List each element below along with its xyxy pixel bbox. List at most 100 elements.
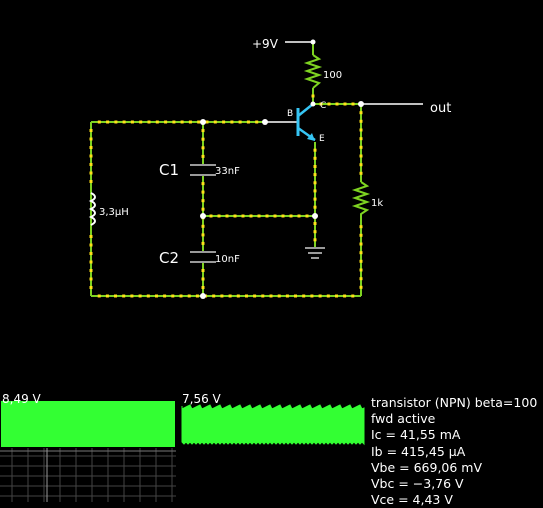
current-dot — [213, 120, 217, 124]
current-dot — [359, 111, 363, 115]
current-dot — [228, 294, 232, 298]
current-dots — [89, 94, 363, 298]
transistor-emitter-label: E — [319, 134, 325, 144]
current-dot — [236, 294, 240, 298]
current-dot — [359, 277, 363, 281]
current-dot — [313, 181, 317, 185]
current-dot — [89, 129, 93, 132]
current-dot — [130, 294, 134, 298]
current-dot — [265, 214, 269, 218]
current-dot — [114, 294, 117, 298]
current-dot — [313, 238, 317, 242]
current-dot — [319, 102, 323, 106]
current-dot — [359, 225, 363, 229]
current-dot — [246, 120, 250, 124]
info-ib: Ib = 415,45 µA — [371, 443, 466, 459]
circuit-nodes — [200, 39, 364, 299]
current-dot — [311, 94, 315, 98]
current-dot — [172, 120, 176, 124]
scope-1-trace — [1, 401, 175, 447]
current-dot — [359, 233, 363, 237]
current-dot — [89, 260, 93, 264]
current-dot — [89, 137, 93, 141]
current-dot — [89, 146, 93, 149]
current-dot — [179, 294, 183, 298]
current-dot — [302, 294, 306, 298]
current-dot — [155, 120, 159, 124]
resistor-collector[interactable] — [303, 54, 323, 89]
current-dot — [89, 235, 93, 238]
inductor-coil[interactable] — [88, 192, 96, 226]
info-title: transistor (NPN) beta=100 — [371, 395, 538, 410]
current-dot — [138, 294, 142, 298]
current-dot — [201, 269, 205, 272]
current-dot — [197, 120, 201, 124]
scope-2[interactable]: 7,56 V — [180, 392, 366, 502]
current-dot — [313, 173, 317, 177]
current-dot — [195, 294, 199, 298]
c1-value: 33nF — [215, 166, 240, 177]
wire-output[interactable] — [315, 103, 423, 296]
current-dot — [359, 145, 363, 149]
current-dot — [249, 214, 253, 218]
current-dot — [201, 137, 205, 141]
current-dot — [313, 197, 317, 201]
current-dot — [201, 233, 205, 237]
current-dot — [313, 230, 317, 234]
current-dot — [187, 294, 191, 298]
current-dot — [171, 294, 175, 298]
current-dot — [155, 294, 158, 298]
current-dot — [359, 259, 363, 263]
supply-label: +9V — [252, 37, 279, 51]
current-dot — [97, 120, 101, 124]
current-dot — [359, 251, 363, 255]
current-dot — [351, 102, 355, 106]
current-dot — [359, 128, 363, 132]
current-dot — [253, 294, 257, 298]
r-emitter-value: 1k — [371, 198, 383, 209]
current-dot — [122, 120, 126, 124]
capacitor-c2[interactable] — [190, 251, 216, 263]
current-dot — [105, 294, 109, 298]
resistor-emitter[interactable] — [351, 181, 371, 218]
current-dot — [122, 294, 126, 298]
current-dot — [201, 241, 205, 245]
scope-1[interactable]: 8,49 V — [0, 392, 176, 502]
info-vbe: Vbe = 669,06 mV — [371, 459, 483, 475]
current-dot — [106, 120, 110, 124]
current-dot — [289, 214, 293, 218]
c2-value: 10nF — [215, 254, 240, 265]
current-dot — [180, 120, 184, 124]
current-dot — [201, 190, 205, 194]
current-dot — [89, 171, 93, 175]
current-dot — [209, 214, 213, 218]
current-dot — [294, 294, 297, 298]
info-mode: fwd active — [371, 411, 436, 427]
current-dot — [233, 214, 237, 218]
current-dot — [147, 120, 151, 124]
current-dot — [269, 294, 273, 298]
current-dot — [201, 224, 205, 228]
ground-symbol[interactable] — [305, 247, 325, 259]
current-dot — [146, 294, 150, 298]
current-dot — [273, 214, 277, 218]
current-dot — [89, 180, 93, 183]
current-dot — [89, 252, 93, 255]
current-dot — [305, 214, 309, 218]
current-dot — [201, 277, 205, 281]
current-dot — [201, 146, 205, 150]
wire-collector-supply[interactable] — [285, 41, 314, 104]
capacitor-c1[interactable] — [190, 164, 216, 176]
current-dot — [359, 137, 363, 141]
current-dot — [313, 165, 317, 168]
transistor-npn[interactable] — [265, 103, 316, 142]
current-dot — [359, 268, 363, 272]
current-dot — [313, 222, 317, 225]
transistor-base-label: B — [287, 109, 293, 119]
current-dot — [310, 294, 314, 298]
current-dot — [220, 294, 224, 298]
scope-1-plot — [0, 401, 176, 502]
current-dot — [359, 242, 363, 246]
current-dot — [257, 214, 261, 218]
